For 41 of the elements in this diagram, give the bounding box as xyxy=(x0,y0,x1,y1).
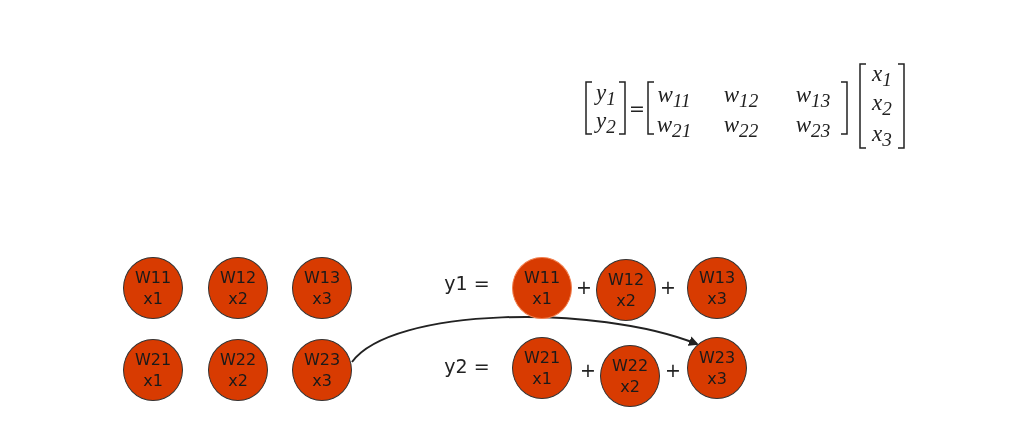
node-label: W21 x1 xyxy=(524,347,560,389)
node-label: W13 x3 xyxy=(304,267,340,309)
equation-label: y2 = xyxy=(444,355,490,377)
plus-sign: + xyxy=(660,276,676,298)
node-label: W12 x2 xyxy=(220,267,256,309)
plus-sign: + xyxy=(576,276,592,298)
curved-arrow xyxy=(351,316,699,363)
circle-node xyxy=(600,345,660,407)
circle-node xyxy=(687,257,747,319)
circle-node xyxy=(292,257,352,319)
matrix-entry: x$_{3}$ xyxy=(872,120,892,152)
matrix-entry: w$_{12}$ xyxy=(723,81,759,113)
matrix-entry: w$_{22}$ xyxy=(723,111,759,143)
node-label: W12 x2 xyxy=(608,269,644,311)
circle-node xyxy=(292,339,352,401)
node-label: W22 x2 xyxy=(220,349,256,391)
plus-sign: + xyxy=(665,359,681,381)
matrix-entry: w$_{11}$ xyxy=(657,81,691,113)
node-label: W11 x1 xyxy=(135,267,171,309)
node-label: W11 x1 xyxy=(524,267,560,309)
node-label: W22 x2 xyxy=(612,355,648,397)
circle-node xyxy=(687,337,747,399)
matrix-entry: w$_{13}$ xyxy=(795,81,831,113)
circle-node xyxy=(512,257,572,319)
matrix-entry: x$_{2}$ xyxy=(872,89,892,121)
matrix-entry: x$_{1}$ xyxy=(872,60,892,92)
circle-node xyxy=(123,257,183,319)
node-label: W21 x1 xyxy=(135,349,171,391)
matrix-entry: w$_{21}$ xyxy=(656,111,692,143)
plus-sign: + xyxy=(580,359,596,381)
matrix-entry: w$_{23}$ xyxy=(795,111,831,143)
circle-node xyxy=(512,337,572,399)
circle-node xyxy=(208,339,268,401)
node-label: W13 x3 xyxy=(699,267,735,309)
equation-label: y1 = xyxy=(444,272,490,294)
circle-node xyxy=(123,339,183,401)
circle-node xyxy=(596,259,656,321)
node-label: W23 x3 xyxy=(304,349,340,391)
circle-node xyxy=(208,257,268,319)
equals-sign: = xyxy=(629,97,645,119)
node-label: W23 x3 xyxy=(699,347,735,389)
